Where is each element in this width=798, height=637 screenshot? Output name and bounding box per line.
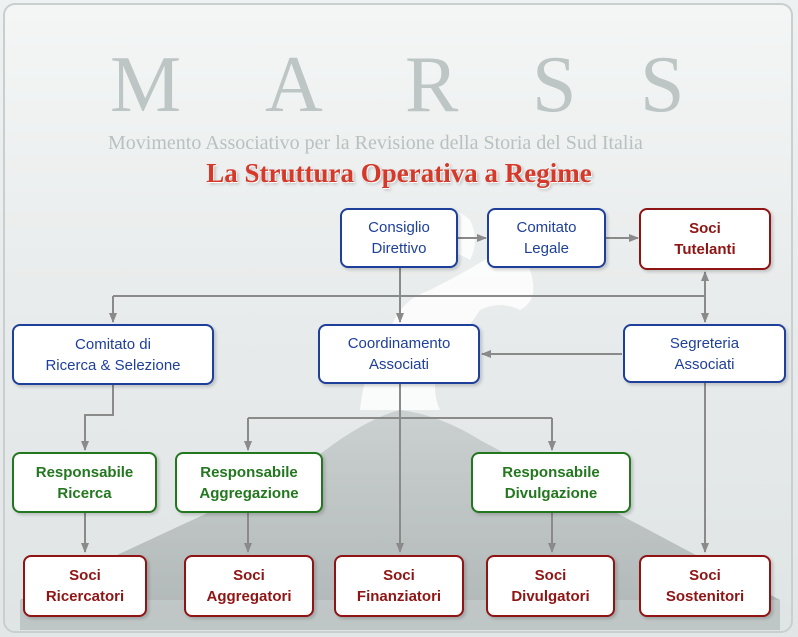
node-label-line: Finanziatori <box>356 588 442 605</box>
node-label-line: Sostenitori <box>665 588 745 605</box>
node-label-line: Responsabile <box>35 463 134 481</box>
node-label-line: Soci <box>689 220 721 237</box>
logo-letter-r: R <box>405 41 459 129</box>
node-label-line: Soci <box>534 567 567 584</box>
node-label-line: Associati <box>368 356 430 373</box>
node-label-line: Soci <box>689 567 721 584</box>
logo-letter-s2: S <box>640 41 685 129</box>
node-label-line: Consiglio <box>368 219 430 236</box>
node-label-line: Segreteria <box>669 334 740 352</box>
logo-letter-s1: S <box>532 41 577 129</box>
node-label-line: Aggregazione <box>199 484 299 502</box>
node-label-line: Comitato <box>516 219 577 236</box>
node-label-line: Divulgazione <box>504 484 598 502</box>
node-label-line: Responsabile <box>502 463 600 481</box>
node-label-line: Associati <box>674 355 735 373</box>
logo-letter-m: M <box>110 41 182 129</box>
node-label-line: Legale <box>523 240 570 257</box>
node-label-line: Ricerca <box>57 484 112 502</box>
node-comitato-ricerca-selezione: Comitato di Ricerca & Selezione <box>12 324 214 385</box>
node-label-line: Tutelanti <box>674 241 736 258</box>
node-label-line: Direttivo <box>371 240 427 257</box>
node-label-line: Ricercatori <box>45 588 125 605</box>
node-label-line: Divulgatori <box>511 588 590 605</box>
node-label-line: Aggregatori <box>206 588 292 605</box>
page-title: La Struttura Operativa a Regime <box>206 158 592 188</box>
node-label-line: Ricerca & Selezione <box>45 356 181 374</box>
node-label-line: Responsabile <box>200 463 298 481</box>
node-label-line: Soci <box>383 567 415 584</box>
logo-subtitle: Movimento Associativo per la Revisione d… <box>108 132 643 154</box>
node-label-line: Soci <box>233 567 265 584</box>
node-label-line: Coordinamento <box>347 335 451 352</box>
node-label-line: Soci <box>69 567 101 584</box>
logo-letter-a: A <box>265 41 323 129</box>
node-label-line: Comitato di <box>75 335 151 353</box>
